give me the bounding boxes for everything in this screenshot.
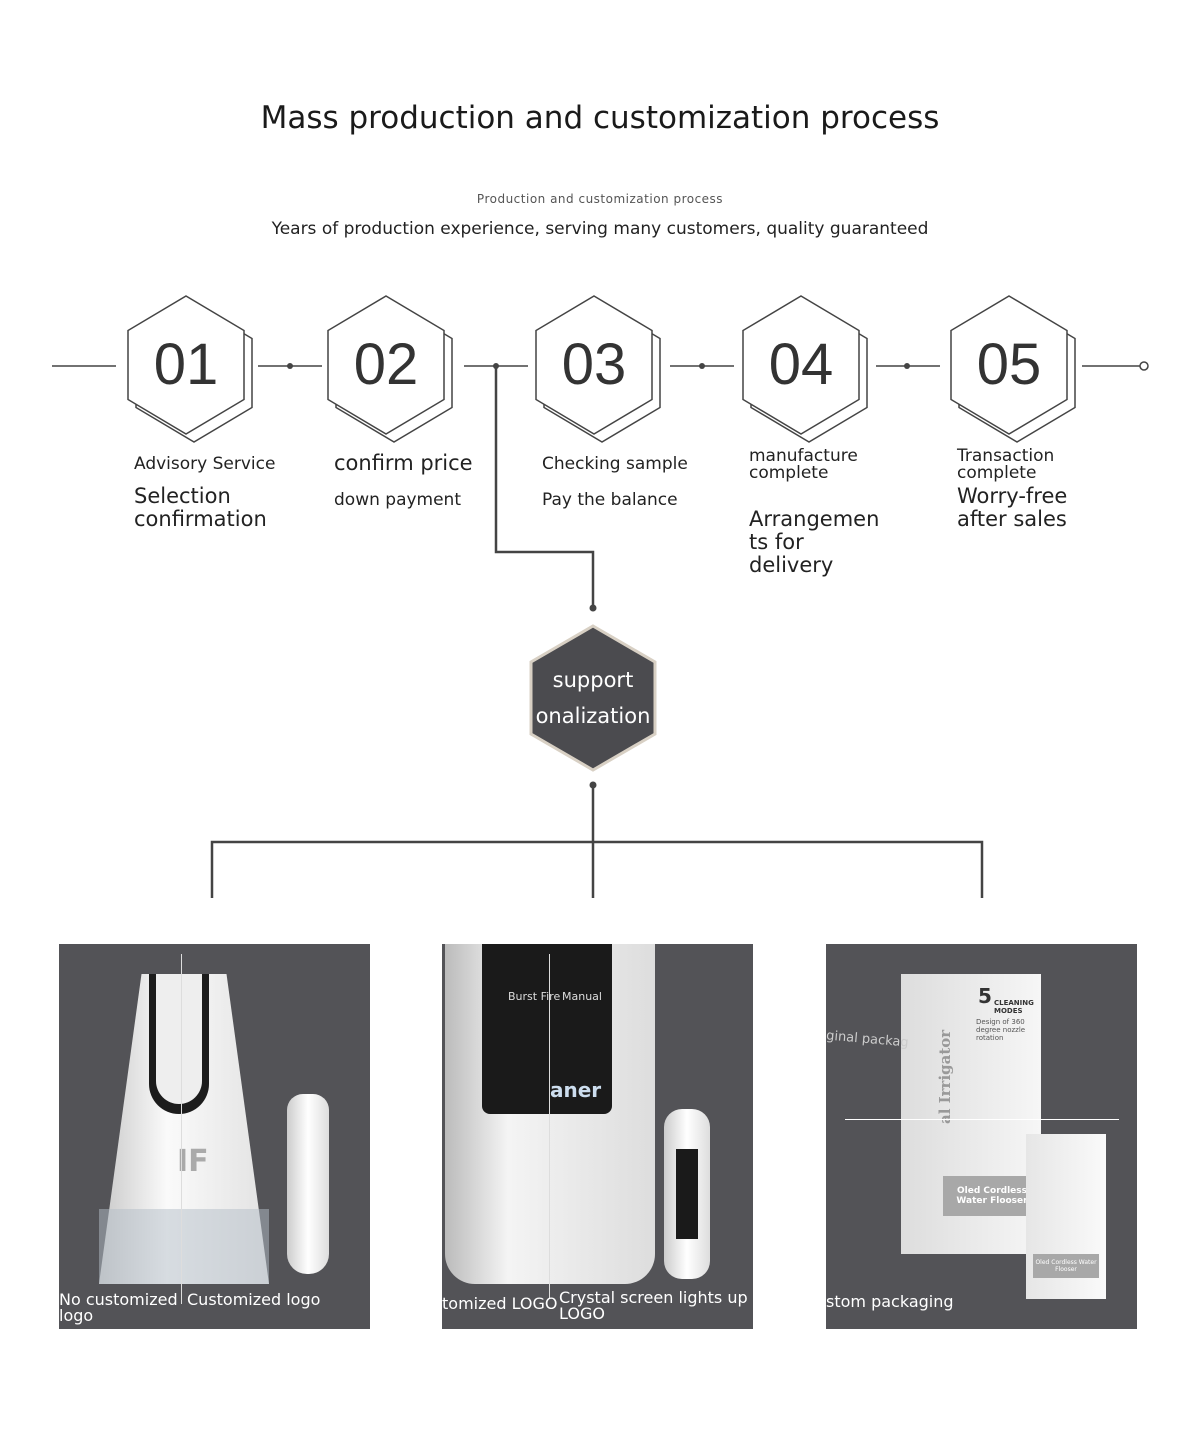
button-strip: [156, 974, 202, 1104]
panel-no-customized-logo: IF No customized logo Customized logo: [59, 944, 370, 1329]
step-title: Transaction complete: [957, 446, 1055, 483]
step-title: Checking sample: [542, 454, 688, 474]
crystal-screen: [482, 944, 612, 1114]
support-line1: support: [552, 668, 634, 692]
support-line2: onalization: [535, 704, 651, 728]
caption-crystal-screen: Crystal screen lights up LOGO: [559, 1288, 748, 1323]
step-detail: Arrangemen ts for delivery: [749, 507, 880, 577]
small-flosser-image: [287, 1094, 329, 1274]
step-number: 03: [561, 332, 627, 397]
box-number: 5: [978, 984, 992, 1008]
divider-line: [845, 1119, 1119, 1120]
caption-no-customized-logo: No customized logo: [59, 1290, 178, 1325]
step-title: confirm price: [334, 451, 473, 475]
box-side-text: al Irrigator: [936, 1029, 954, 1124]
water-tank: [99, 1209, 269, 1284]
page-subtitle: Production and customization process: [476, 192, 724, 206]
caption-customized-logo: tomized LOGO: [442, 1294, 558, 1313]
page-title: Mass production and customization proces…: [260, 100, 940, 136]
box-modes: CLEANING MODES: [994, 999, 1034, 1015]
support-hexagon: [529, 624, 657, 772]
step-detail: down payment: [334, 490, 462, 510]
screen-label-manual: Manual: [562, 990, 602, 1003]
step-detail: Pay the balance: [542, 490, 678, 510]
caption-custom-packaging: stom packaging: [826, 1292, 954, 1311]
process-diagram: [52, 295, 1149, 898]
hexagon-step-1: [127, 295, 245, 435]
support-personalization-label: support onalization: [520, 662, 666, 734]
step-detail: Selection confirmation: [134, 484, 267, 531]
hexagon-step-4: [742, 295, 860, 435]
hexagon-step-2: [327, 295, 445, 435]
step-number: 02: [353, 332, 419, 397]
small-box-label: Oled Cordless Water Flooser: [1033, 1254, 1099, 1278]
step-title: manufacture complete: [749, 446, 858, 483]
step-title: Advisory Service: [134, 454, 276, 474]
hexagon-step-3: [535, 295, 653, 435]
panel-customized-logo: Burst Fire Manual aner tomized LOGO Crys…: [442, 944, 753, 1329]
step-detail: Worry-free after sales: [957, 484, 1068, 531]
hexagon-step-5: [950, 295, 1068, 435]
product-mark: IF: [177, 1144, 209, 1179]
box-feature: Design of 360 degree nozzle rotation: [976, 1018, 1026, 1042]
caption-customized-logo: Customized logo: [187, 1290, 321, 1309]
screen-label-burst-fire: Burst Fire: [508, 990, 561, 1003]
step-number: 04: [768, 332, 834, 397]
tagline: Years of production experience, serving …: [271, 219, 929, 239]
step-number: 05: [976, 332, 1042, 397]
panel-packaging: 5 CLEANING MODES Design of 360 degree no…: [826, 944, 1137, 1329]
caption-original-packaging: ginal packag: [826, 1028, 910, 1051]
timeline-connectors: [52, 361, 1149, 898]
box-label: Oled Cordless Water Flooser: [943, 1176, 1041, 1216]
brand-logo: aner: [550, 1078, 602, 1102]
small-screen: [676, 1149, 698, 1239]
step-number: 01: [153, 332, 219, 397]
